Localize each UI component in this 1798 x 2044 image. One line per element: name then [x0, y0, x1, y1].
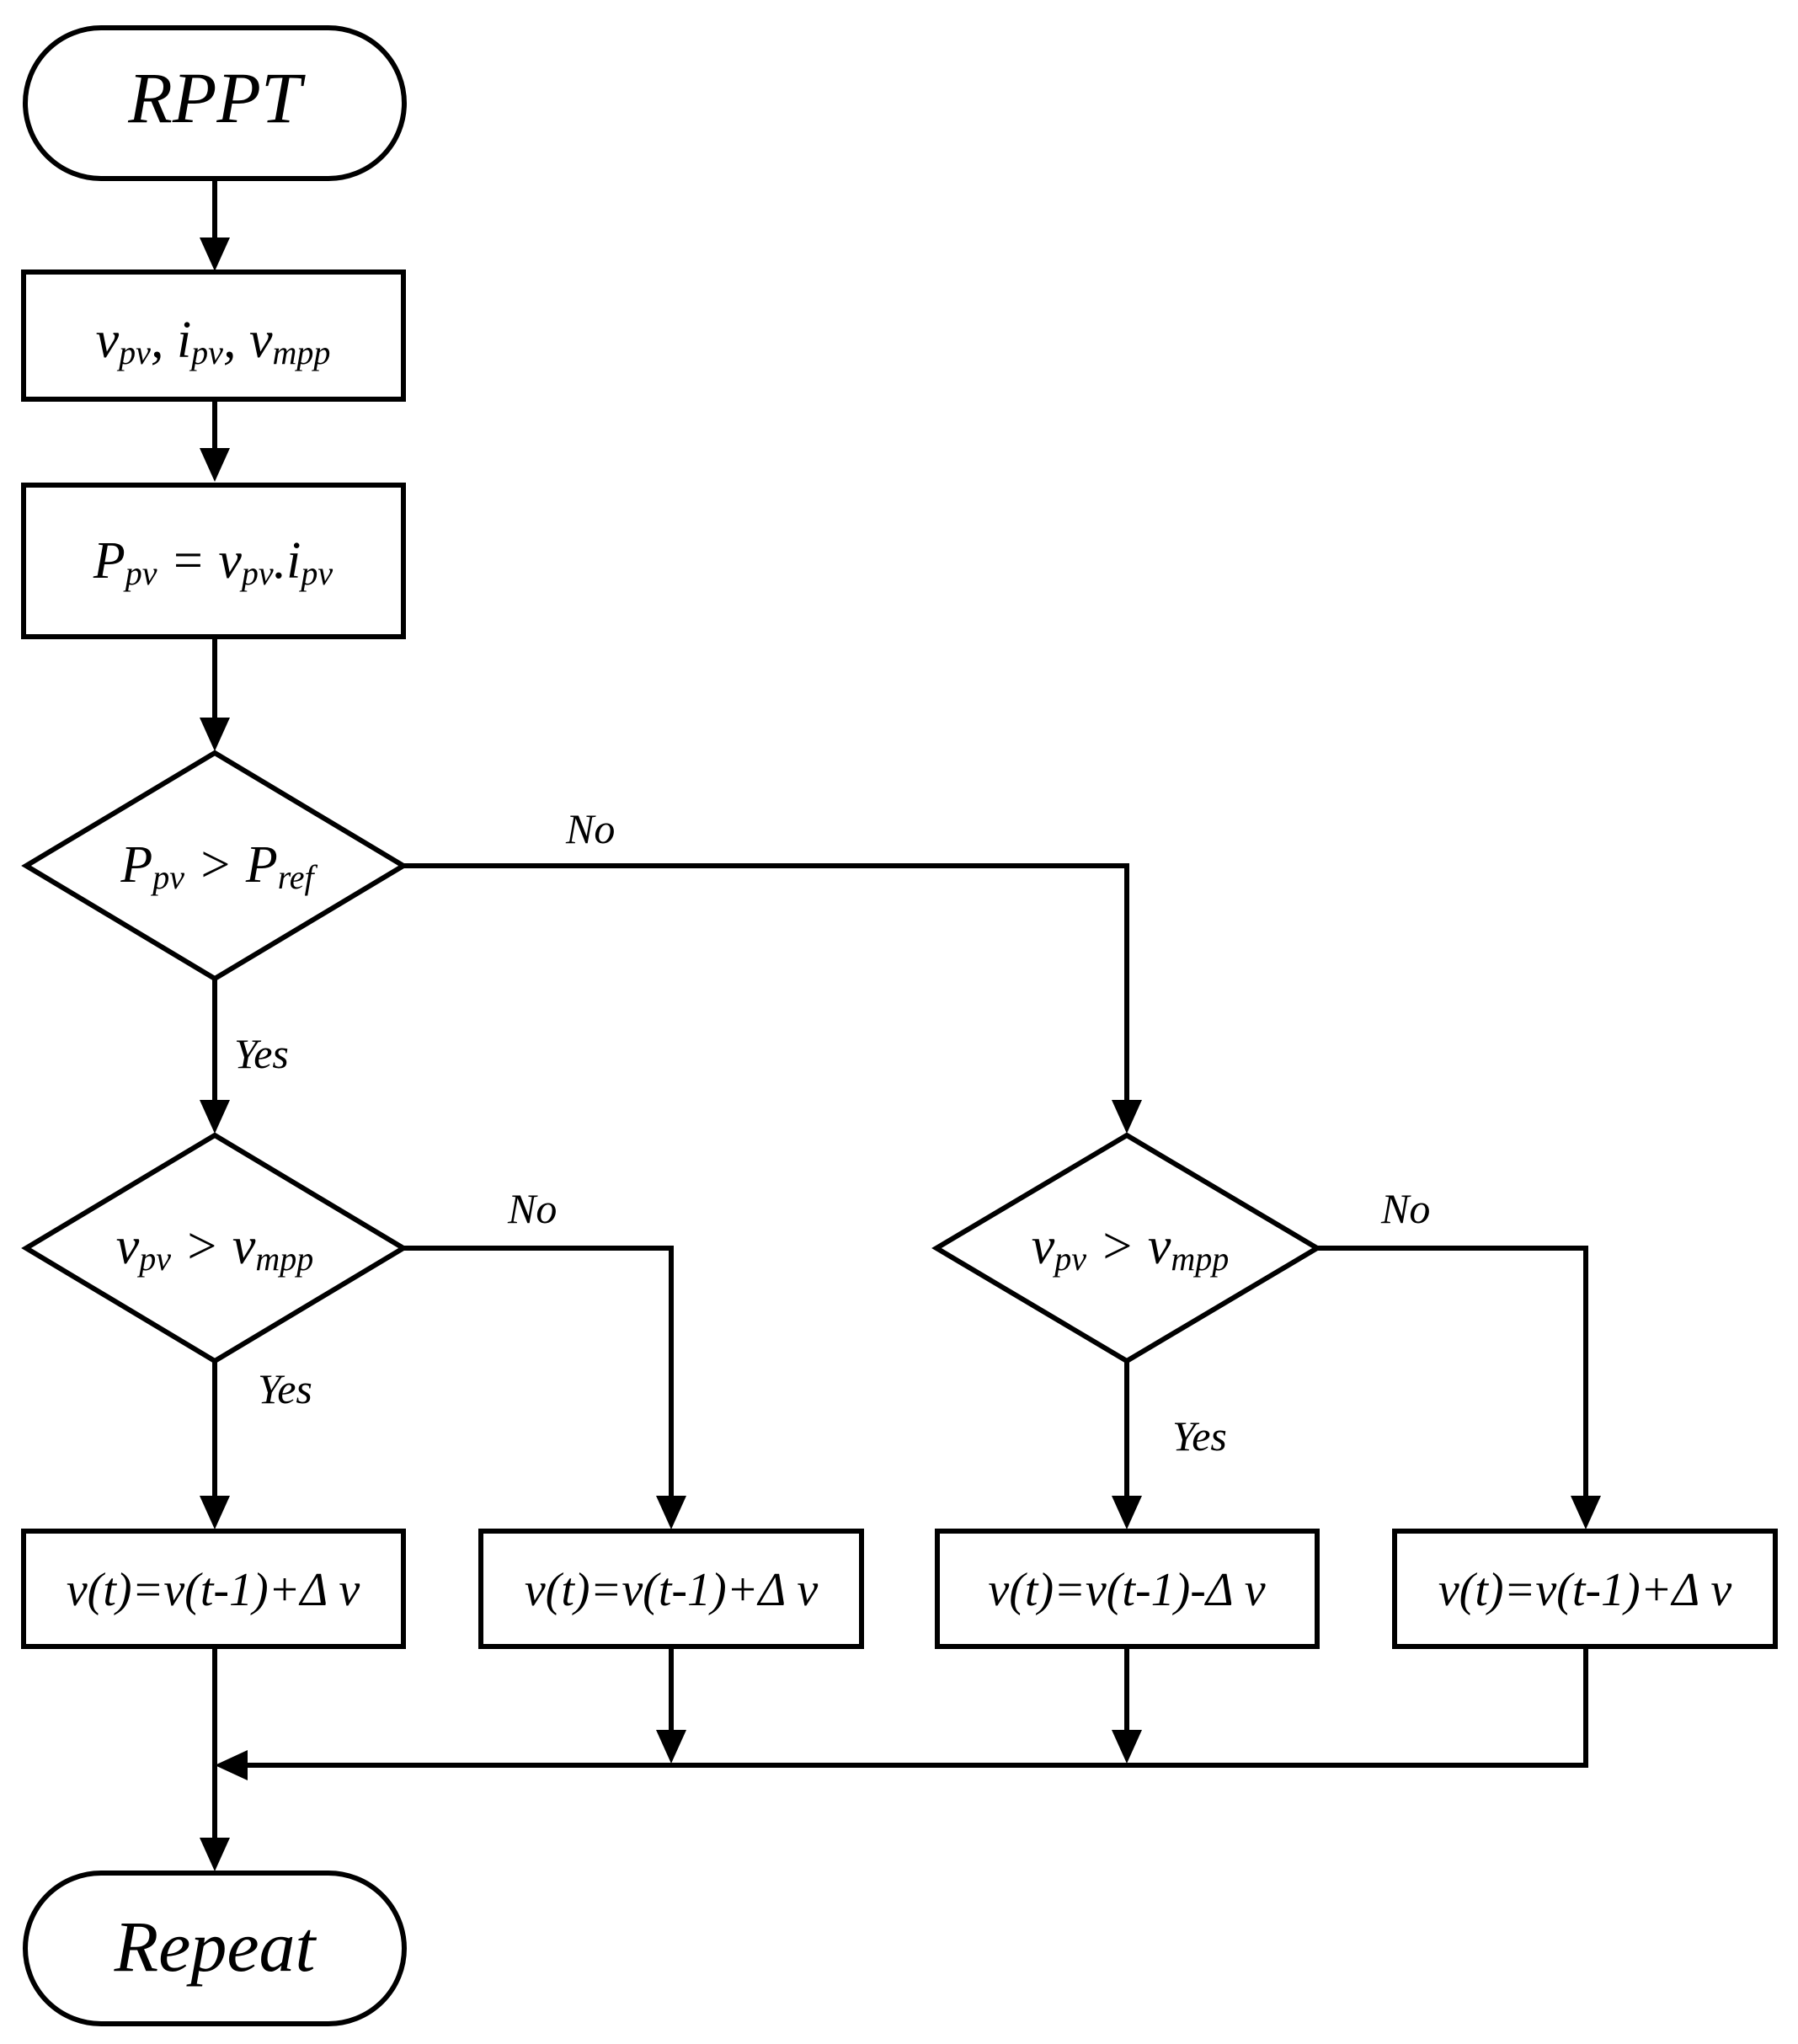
update-box-1-label: v(t)=v(t-1)+Δ v: [67, 1564, 360, 1616]
update-box-2: v(t)=v(t-1)+Δ v: [478, 1529, 864, 1649]
arrowhead: [200, 237, 230, 271]
edge-volt-right-no: [1317, 1246, 1588, 1499]
end-label: Repeat: [114, 1906, 317, 1987]
decision-power-label: Ppv > Pref: [120, 836, 317, 896]
arrowhead: [200, 718, 230, 751]
start-terminal: RPPT: [23, 25, 407, 181]
label-volt-right-yes: Yes: [1172, 1412, 1227, 1460]
update-box-3: v(t)=v(t-1)-Δ v: [935, 1529, 1320, 1649]
decision-volt-left: vpv > vmpp: [21, 1132, 408, 1364]
update-box-4: v(t)=v(t-1)+Δ v: [1392, 1529, 1778, 1649]
arrowhead: [656, 1496, 686, 1529]
input-box: vpv, ipv, vmpp: [21, 270, 406, 402]
connectors: [200, 179, 1601, 1871]
update-box-2-label: v(t)=v(t-1)+Δ v: [525, 1564, 819, 1616]
arrowhead: [200, 1496, 230, 1529]
arrowhead: [200, 1838, 230, 1871]
update-box-3-label: v(t)=v(t-1)-Δ v: [988, 1564, 1265, 1616]
decision-volt-right: vpv > vmpp: [931, 1132, 1322, 1364]
decision-volt-right-label: vpv > vmpp: [1032, 1218, 1230, 1278]
update-box-4-label: v(t)=v(t-1)+Δ v: [1438, 1564, 1732, 1616]
edge-volt-left-no: [403, 1246, 674, 1499]
update-box-1: v(t)=v(t-1)+Δ v: [21, 1529, 406, 1649]
arrowhead: [1571, 1496, 1601, 1529]
edge-merge-line: [244, 1647, 1588, 1768]
decision-volt-left-label: vpv > vmpp: [116, 1218, 314, 1278]
arrowhead: [1112, 1496, 1142, 1529]
end-terminal: Repeat: [23, 1871, 407, 2026]
label-power-no: No: [565, 805, 615, 852]
label-power-yes: Yes: [234, 1030, 289, 1077]
decision-power: Ppv > Pref: [21, 750, 408, 982]
label-volt-right-no: No: [1380, 1185, 1430, 1232]
power-calc-label: Ppv = vpv.ipv: [93, 532, 333, 592]
edge-power-no: [403, 863, 1129, 1103]
arrowhead: [200, 448, 230, 482]
input-label: vpv, ipv, vmpp: [96, 312, 331, 371]
arrowhead: [200, 1100, 230, 1134]
arrowhead: [215, 1750, 248, 1780]
power-calc-box: Ppv = vpv.ipv: [21, 483, 406, 639]
label-volt-left-yes: Yes: [258, 1365, 312, 1412]
arrowhead: [656, 1730, 686, 1764]
arrowhead: [1112, 1730, 1142, 1764]
start-label: RPPT: [127, 57, 306, 138]
label-volt-left-no: No: [507, 1185, 557, 1232]
arrowhead: [1112, 1100, 1142, 1134]
edge-labels: No Yes No Yes No Yes: [234, 805, 1430, 1460]
